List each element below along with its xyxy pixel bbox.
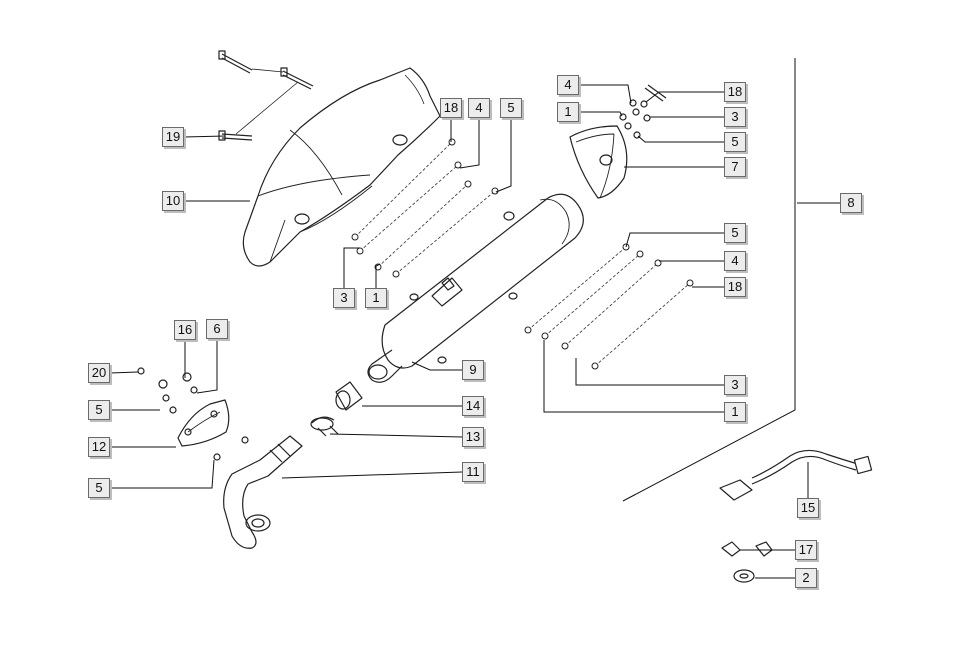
exhaust-pipe: [223, 435, 303, 549]
callout-5-right: 5: [724, 223, 746, 243]
callout-8: 8: [840, 193, 862, 213]
callout-5-guard: 5: [88, 400, 110, 420]
callout-5-top: 5: [724, 132, 746, 152]
silencer: [367, 193, 584, 383]
callout-11: 11: [462, 462, 484, 482]
sleeve-and-clamp: [310, 381, 363, 437]
callout-3-left: 3: [333, 288, 355, 308]
callout-9: 9: [462, 360, 484, 380]
callout-2: 2: [795, 568, 817, 588]
callout-10: 10: [162, 191, 184, 211]
callout-18-upper: 18: [440, 98, 462, 118]
callout-3-right: 3: [724, 375, 746, 395]
fastener-guide-lines: [354, 141, 691, 367]
callout-6: 6: [206, 319, 228, 339]
callout-15: 15: [797, 498, 819, 518]
callout-17: 17: [795, 540, 817, 560]
callout-7: 7: [724, 157, 746, 177]
callout-1-left: 1: [365, 288, 387, 308]
callout-18-top: 18: [724, 82, 746, 102]
callout-16: 16: [174, 320, 196, 340]
callout-14: 14: [462, 396, 484, 416]
bolt-parts: [218, 50, 314, 141]
callout-leaders: [109, 58, 840, 579]
callout-19: 19: [162, 127, 184, 147]
callout-18-right: 18: [724, 277, 746, 297]
callout-4-top: 4: [557, 75, 579, 95]
guard-fasteners: [137, 367, 249, 461]
callout-13: 13: [462, 427, 484, 447]
silencer-end-cap: [569, 125, 628, 199]
line-fasteners: [351, 138, 694, 370]
pipe-guard: [177, 399, 230, 447]
callout-5-pipe: 5: [88, 478, 110, 498]
callout-1-top: 1: [557, 102, 579, 122]
callout-20: 20: [88, 363, 110, 383]
callout-12: 12: [88, 437, 110, 457]
callout-1-right: 1: [724, 402, 746, 422]
callout-3-top: 3: [724, 107, 746, 127]
callout-4-upper: 4: [468, 98, 490, 118]
callout-4-right: 4: [724, 251, 746, 271]
callout-5-upper: 5: [500, 98, 522, 118]
end-cap-fasteners: [619, 84, 667, 139]
heat-shield: [242, 67, 441, 267]
small-hardware: [721, 541, 773, 583]
lambda-sensor: [719, 449, 873, 501]
